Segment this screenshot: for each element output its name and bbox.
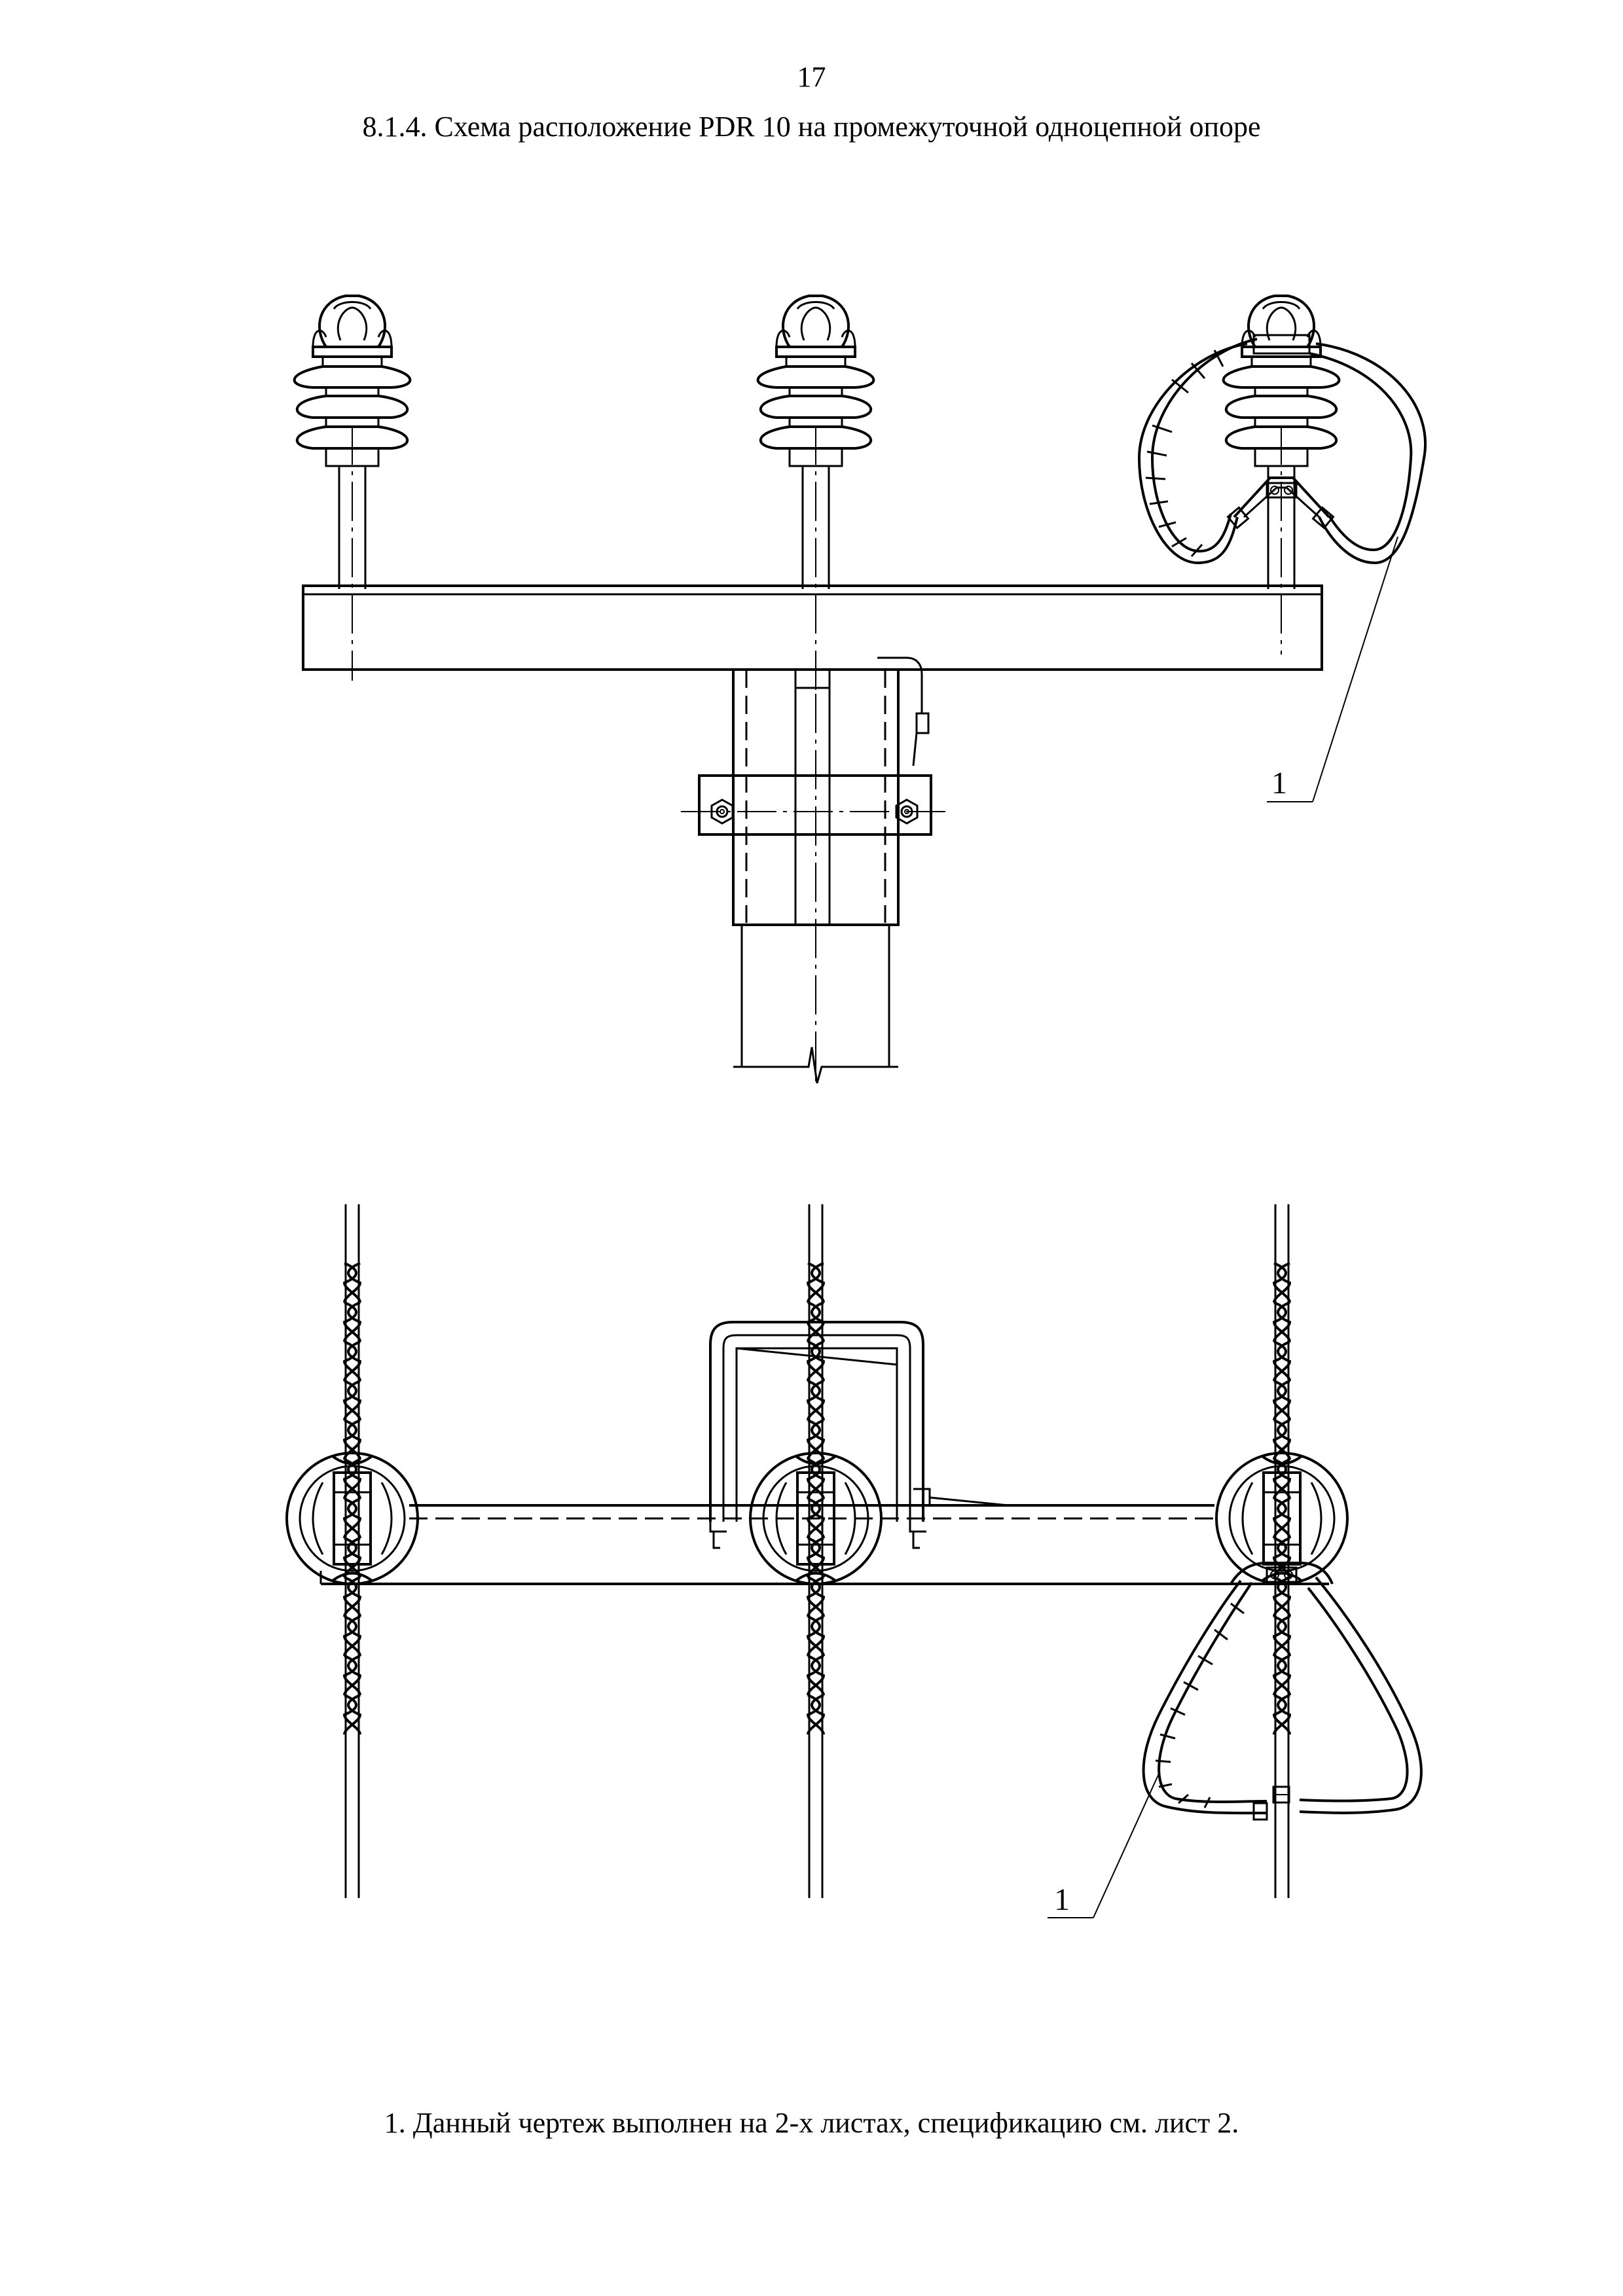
cross-arm-front xyxy=(302,584,1323,671)
callout-1-plan: 1 xyxy=(1048,1773,1159,1918)
pole-bracket-plan xyxy=(709,1321,1009,1549)
insulator-plan-left xyxy=(285,1452,419,1585)
wire-tie-middle xyxy=(807,1262,825,1736)
footnote: 1. Данный чертеж выполнен на 2-х листах,… xyxy=(384,2107,1239,2139)
callout-1-front: 1 xyxy=(1267,536,1398,802)
wire-tie-left xyxy=(343,1262,361,1736)
page-title: 8.1.4. Схема расположение PDR 10 на пром… xyxy=(362,111,1261,143)
page-number: 17 xyxy=(797,61,826,93)
callout-label: 1 xyxy=(1054,1882,1070,1917)
wire-tie-right xyxy=(1273,1262,1291,1736)
plan-view: 1 xyxy=(285,1204,1423,1918)
arrester-loop-plan xyxy=(1142,1562,1423,1821)
arrester-loop-front xyxy=(1137,334,1427,565)
callout-label: 1 xyxy=(1271,766,1287,800)
front-view: 1 xyxy=(293,295,1427,1086)
pole-front xyxy=(681,656,949,1086)
